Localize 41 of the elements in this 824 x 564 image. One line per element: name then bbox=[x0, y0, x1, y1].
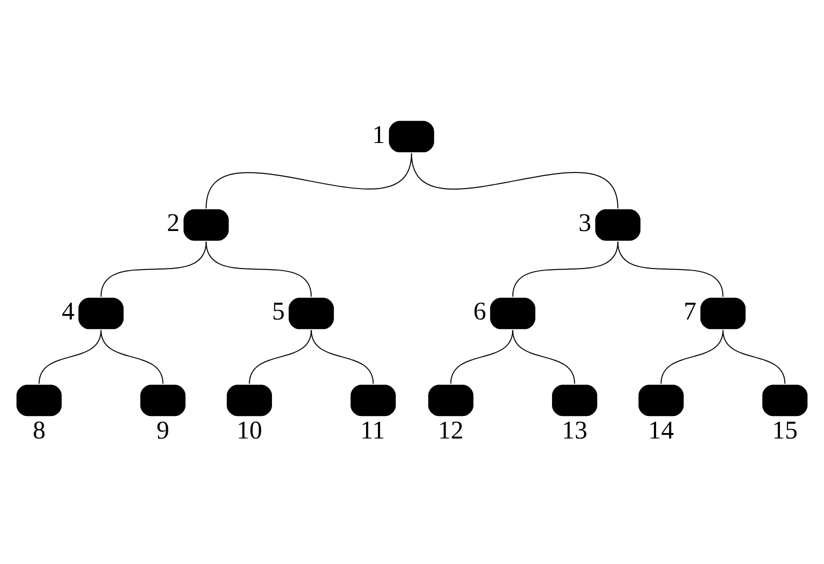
node-label: 10 bbox=[236, 415, 262, 444]
node-ellipse bbox=[288, 297, 334, 329]
node-ellipse bbox=[490, 297, 536, 329]
connector bbox=[411, 152, 618, 208]
node-ellipse bbox=[595, 208, 640, 240]
connector bbox=[722, 329, 786, 384]
node-label: 1 bbox=[372, 119, 385, 148]
node-label: 4 bbox=[62, 296, 74, 326]
node-ellipse bbox=[140, 384, 186, 416]
node-label: 5 bbox=[272, 296, 285, 326]
connector bbox=[310, 329, 374, 384]
node-ellipse bbox=[350, 384, 396, 416]
node-ellipse bbox=[388, 120, 434, 152]
node-ellipse bbox=[78, 297, 124, 329]
node-label: 8 bbox=[32, 415, 46, 444]
connector bbox=[100, 240, 207, 297]
connector bbox=[617, 240, 724, 297]
connector bbox=[206, 240, 312, 297]
node-ellipse bbox=[16, 384, 62, 416]
node-label: 6 bbox=[473, 296, 486, 326]
node-label: 13 bbox=[562, 415, 588, 444]
node-ellipse bbox=[226, 384, 272, 416]
connector bbox=[100, 329, 164, 384]
node-label: 12 bbox=[438, 415, 464, 444]
connector bbox=[248, 329, 312, 384]
node-label: 7 bbox=[684, 296, 696, 326]
node-label: 14 bbox=[648, 415, 674, 444]
node-ellipse bbox=[552, 384, 598, 416]
node-ellipse bbox=[700, 297, 746, 329]
node-label: 9 bbox=[156, 415, 170, 444]
connector bbox=[512, 329, 576, 384]
connector bbox=[450, 329, 514, 384]
connector bbox=[512, 240, 618, 297]
node-label: 11 bbox=[360, 415, 386, 444]
node-ellipse bbox=[184, 208, 229, 240]
node-ellipse bbox=[428, 384, 474, 416]
node-label: 2 bbox=[166, 208, 180, 237]
node-label: 3 bbox=[578, 208, 592, 237]
node-ellipse bbox=[638, 384, 684, 416]
node-ellipse bbox=[762, 384, 808, 416]
node-label: 15 bbox=[772, 415, 798, 444]
